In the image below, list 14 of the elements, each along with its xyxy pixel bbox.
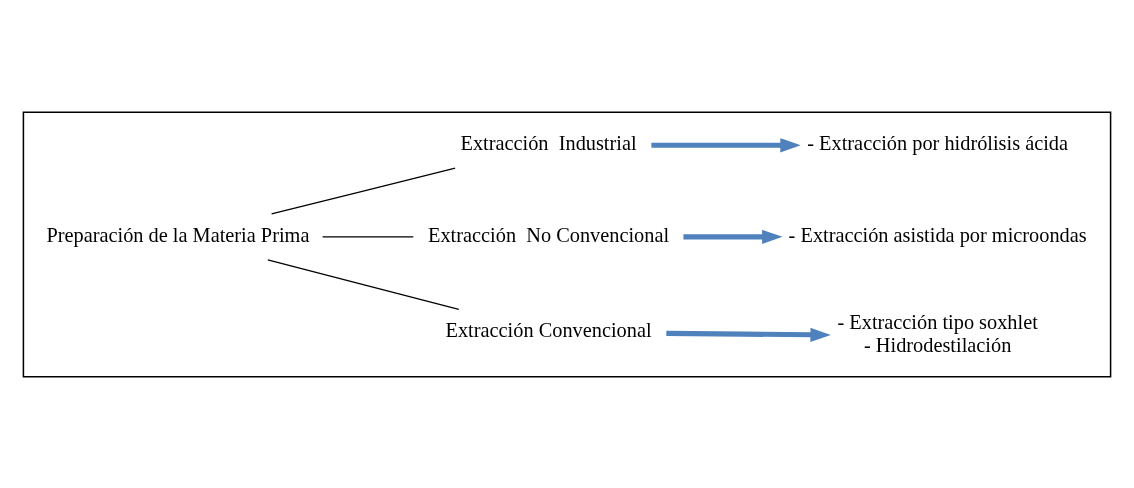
node-text: Extracción Convencional	[445, 318, 652, 341]
node-text: - Extracción asistida por microondas	[788, 223, 1087, 246]
connector	[267, 258, 460, 310]
arrow	[683, 229, 783, 244]
node-text: Preparación de la Materia Prima	[46, 223, 310, 246]
node-text: - Extracción tipo soxhlet - Hidrodestilación	[837, 310, 1038, 356]
arrow	[651, 137, 801, 152]
connector	[321, 235, 414, 237]
arrow	[666, 327, 831, 342]
node-text: Extracción Industrial	[460, 131, 637, 154]
connector	[270, 167, 456, 214]
node-text: Extracción No Convencional	[428, 223, 670, 246]
cluster	[22, 111, 1112, 377]
node-text: - Extracción por hidrólisis ácida	[807, 131, 1069, 154]
